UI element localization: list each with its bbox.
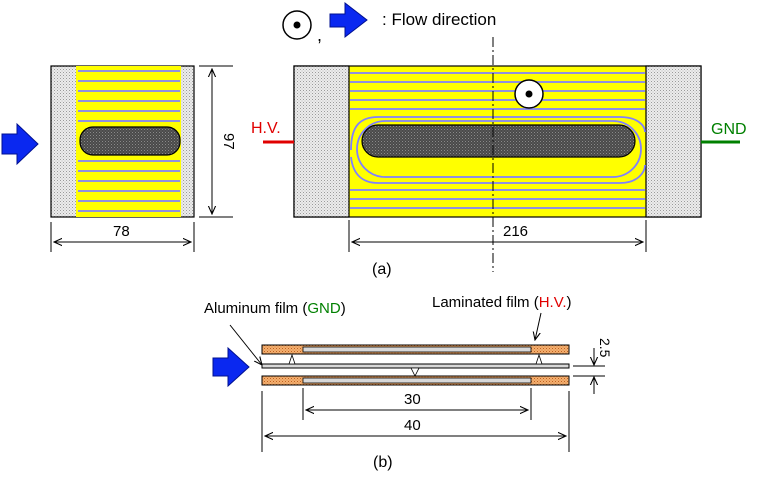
spacer-left <box>288 353 296 365</box>
laminated-film-label: Laminated film (H.V.) <box>432 294 572 311</box>
right-electrode <box>361 124 636 158</box>
right-width-dim: 216 <box>503 223 528 240</box>
left-width-dim: 78 <box>113 223 130 240</box>
film-dimensions <box>261 388 570 452</box>
top-electrode <box>302 346 532 353</box>
aluminum-film <box>261 363 570 369</box>
blue-right-arrow-icon <box>329 1 368 39</box>
leader-lines <box>229 312 542 365</box>
spacer-right <box>535 353 543 365</box>
dot-in-circle-icon <box>514 79 544 109</box>
bottom-electrode <box>302 377 532 384</box>
hv-label: H.V. <box>251 120 281 137</box>
left-dimensions <box>50 65 233 252</box>
caption-b: (b) <box>373 454 393 471</box>
outer-dim: 40 <box>404 417 421 434</box>
legend-separator: , <box>317 25 322 45</box>
left-electrode <box>79 126 181 156</box>
gap-dimension <box>573 348 605 394</box>
blue-right-arrow-icon <box>1 122 39 166</box>
film-stack <box>261 344 570 386</box>
aluminum-film-label: Aluminum film (GND) <box>204 300 346 317</box>
caption-a: (a) <box>372 261 392 278</box>
dot-in-circle-icon <box>282 10 312 40</box>
inner-dim: 30 <box>404 391 421 408</box>
legend-text: : Flow direction <box>382 10 496 29</box>
right-view <box>293 65 702 218</box>
blue-right-arrow-icon <box>212 346 250 388</box>
gap-dim: 2.5 <box>597 338 613 358</box>
right-dimensions <box>348 220 647 252</box>
gnd-label: GND <box>711 121 747 138</box>
left-coil-lines <box>78 70 180 212</box>
right-coil-lines <box>350 72 646 209</box>
left-height-dim: 97 <box>220 133 237 150</box>
left-view <box>50 65 195 218</box>
legend: , : Flow direction <box>282 1 496 45</box>
spacer-middle <box>410 367 420 377</box>
